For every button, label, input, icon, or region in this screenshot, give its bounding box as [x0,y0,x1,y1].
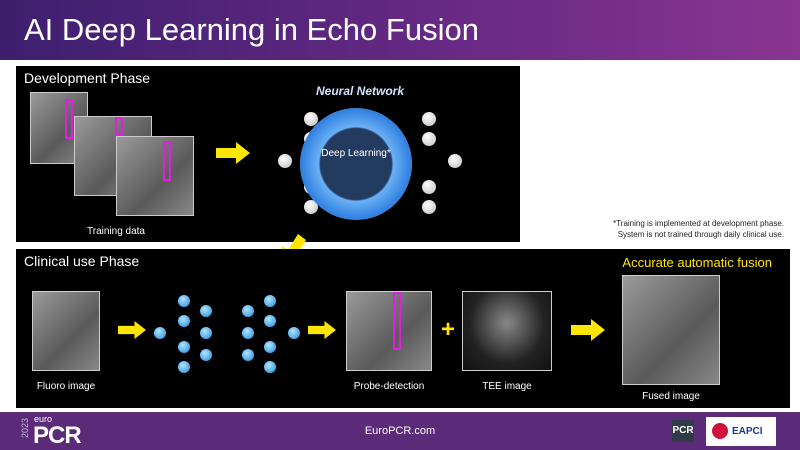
node [178,315,190,327]
eapci-logo: EAPCI [706,417,776,446]
node [200,305,212,317]
accurate-fusion-label: Accurate automatic fusion [622,255,772,270]
pcr-badge-logo: PCR [672,420,694,442]
fused-caption: Fused image [642,391,700,402]
node [422,132,436,146]
node [304,200,318,214]
node [200,327,212,339]
clinical-phase-label: Clinical use Phase [24,253,140,269]
training-note: *Training is implemented at development … [613,218,784,240]
node [200,349,212,361]
node [422,112,436,126]
logo-pcr: PCR [33,422,82,449]
tee-caption: TEE image [482,381,532,392]
deep-learning-label: Deep Learning* [321,148,391,159]
node [154,327,166,339]
output-node [448,154,462,168]
training-image-3 [116,136,194,216]
slide-title: AI Deep Learning in Echo Fusion [24,12,479,47]
node [264,315,276,327]
deep-learning-cycle-icon [300,108,412,220]
node [304,112,318,126]
node [242,327,254,339]
node [242,349,254,361]
note-line-2: System is not trained through daily clin… [617,230,784,239]
arrow-right-icon [308,320,336,340]
node [264,341,276,353]
node [178,361,190,373]
training-data-caption: Training data [87,226,145,237]
node [242,305,254,317]
node [288,327,300,339]
neural-network-label: Neural Network [316,84,405,98]
heart-icon [712,423,728,439]
fluoro-image [32,291,100,371]
title-bar: AI Deep Learning in Echo Fusion [0,0,800,60]
fluoro-caption: Fluoro image [36,381,96,392]
node [178,341,190,353]
development-phase-panel: Development Phase Training data [16,66,520,242]
note-line-1: *Training is implemented at development … [613,219,784,228]
footer: 2023 euro PCR EuroPCR.com PCR EAPCI [0,412,800,450]
plus-icon: + [440,316,455,343]
probe-detection-image [346,291,432,371]
arrow-right-icon [118,320,146,340]
tee-image [462,291,552,371]
europcr-logo: 2023 euro PCR [20,414,82,449]
arrow-right-icon [571,319,605,341]
arrow-right-icon [216,142,250,164]
node [422,200,436,214]
node [264,361,276,373]
logo-euro: euro [34,414,53,424]
eapci-text: EAPCI [732,426,763,437]
input-node [278,154,292,168]
node [422,180,436,194]
node [264,295,276,307]
development-phase-label: Development Phase [24,70,151,86]
fused-image [622,275,720,385]
probe-detection-caption: Probe-detection [353,381,425,392]
footer-url[interactable]: EuroPCR.com [364,425,436,437]
clinical-phase-panel: Clinical use Phase Accurate automatic fu… [16,249,790,408]
node [178,295,190,307]
